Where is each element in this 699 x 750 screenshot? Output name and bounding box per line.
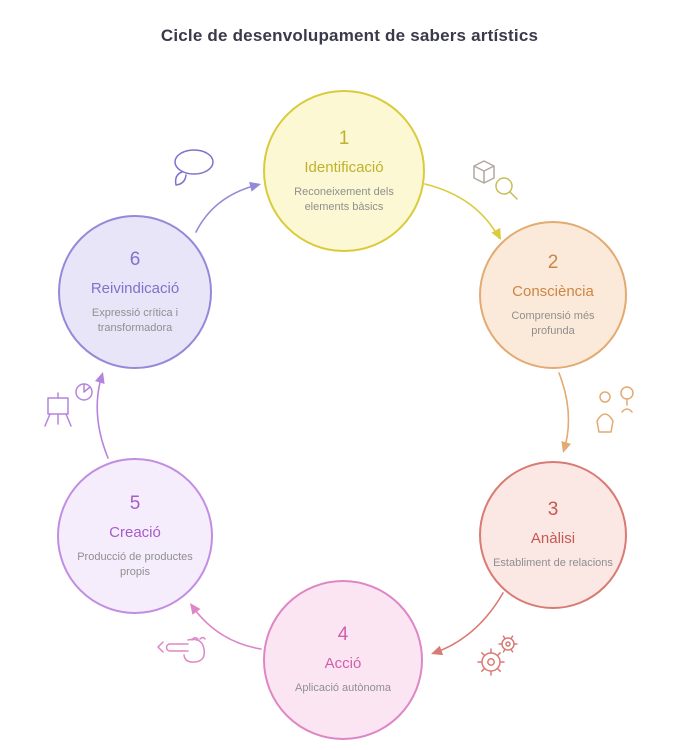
node-accio: 4 Acció Aplicació autònoma (263, 580, 423, 740)
node-label: Creació (109, 523, 161, 541)
arrow-6-to-1 (195, 181, 261, 233)
arrow-5-to-6 (95, 372, 109, 459)
node-label: Reivindicació (90, 279, 180, 297)
node-identificacio: 1 Identificació Reconeixement dels eleme… (263, 90, 425, 252)
node-consciencia: 2 Consciència Comprensió més profunda (479, 221, 627, 369)
node-reivindicacio: 6 Reivindicació Expressió crítica i tran… (58, 215, 212, 369)
node-description: Aplicació autònoma (294, 682, 391, 695)
easel-palette-icon (44, 383, 93, 427)
node-description: Reconeixement dels elements bàsics (294, 185, 394, 213)
node-label: Consciència (512, 282, 594, 300)
people-icon (596, 386, 634, 433)
node-number: 5 (129, 492, 141, 514)
node-number: 4 (337, 624, 349, 646)
node-creacio: 5 Creació Producció de productes propis (57, 458, 213, 614)
arrow-2-to-3 (558, 372, 571, 453)
node-description: Producció de productes propis (77, 550, 193, 578)
speech-bubble-icon (174, 149, 214, 186)
node-label: Acció (324, 655, 362, 673)
node-number: 1 (338, 127, 350, 149)
node-label: Anàlisi (530, 530, 576, 548)
arrow-1-to-2 (424, 183, 501, 240)
arrow-4-to-5 (190, 603, 262, 650)
gears-icon (477, 635, 518, 676)
node-label: Identificació (304, 158, 384, 176)
page-title: Cicle de desenvolupament de sabers artís… (160, 26, 539, 45)
arrow-3-to-4 (431, 592, 504, 656)
node-description: Expressió crítica i transformadora (91, 306, 179, 334)
node-description: Comprensió més profunda (511, 309, 595, 337)
pointing-hand-icon (157, 636, 206, 663)
cube-magnifier-icon (473, 160, 518, 200)
node-number: 6 (129, 248, 141, 270)
node-number: 2 (547, 251, 559, 273)
node-analisi: 3 Anàlisi Establiment de relacions (479, 461, 627, 609)
node-description: Establiment de relacions (493, 557, 613, 570)
node-number: 3 (547, 499, 559, 521)
